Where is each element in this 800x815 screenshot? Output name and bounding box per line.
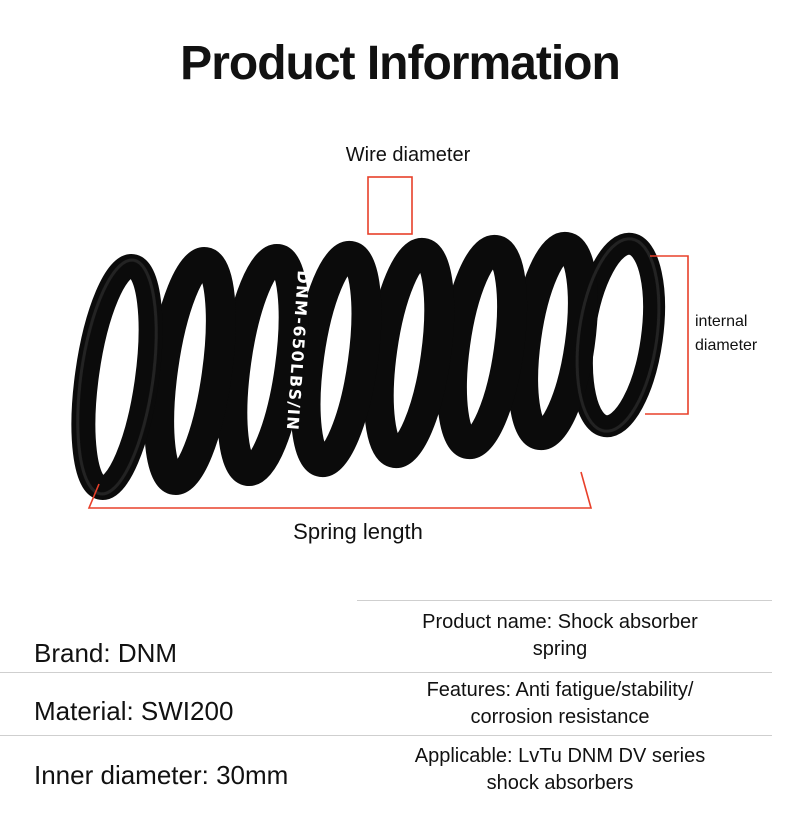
spring-coil [71,254,163,500]
spring-highlights [76,237,661,496]
wire-diameter-label: Wire diameter [345,144,471,166]
spring-coils [71,231,666,500]
wire-diameter-callout-box [367,176,413,235]
spec-product-name-line1: Product name: Shock absorber [422,611,698,633]
spec-material: Material: SWI200 [34,696,234,726]
spec-brand: Brand: DNM [34,638,178,668]
spec-features-line1: Features: Anti fatigue/stability/ [426,679,694,701]
spec-applicable-line1: Applicable: LvTu DNM DV series [414,745,706,767]
spec-features-line2: corrosion resistance [470,706,650,728]
spring-coil [508,231,598,451]
spring-length-callout-line [87,471,593,509]
spec-inner-diameter: Inner diameter: 30mm [34,760,289,790]
spec-features: Features: Anti fatigue/stability/ corros… [360,677,760,731]
spring-coil [144,247,236,495]
spec-applicable: Applicable: LvTu DNM DV series shock abs… [360,743,760,797]
table-divider [357,600,772,601]
spec-product-name-line2: spring [532,638,588,660]
page-title: Product Information [180,37,621,90]
spring-length-label: Spring length [293,519,423,544]
table-divider [0,735,772,736]
spring-coil [217,243,309,487]
internal-diameter-label: internal diameter [695,310,795,358]
spring-coil [363,237,455,469]
internal-diameter-label-line2: diameter [695,337,758,354]
spec-product-name: Product name: Shock absorber spring [360,609,760,663]
table-divider [0,672,772,673]
internal-diameter-label-line1: internal [695,313,748,330]
spring-coil [436,234,528,460]
measurement-callouts [87,176,689,509]
internal-diameter-callout-line [645,255,689,415]
spring-coil [290,240,382,478]
spec-applicable-line2: shock absorbers [486,772,634,794]
